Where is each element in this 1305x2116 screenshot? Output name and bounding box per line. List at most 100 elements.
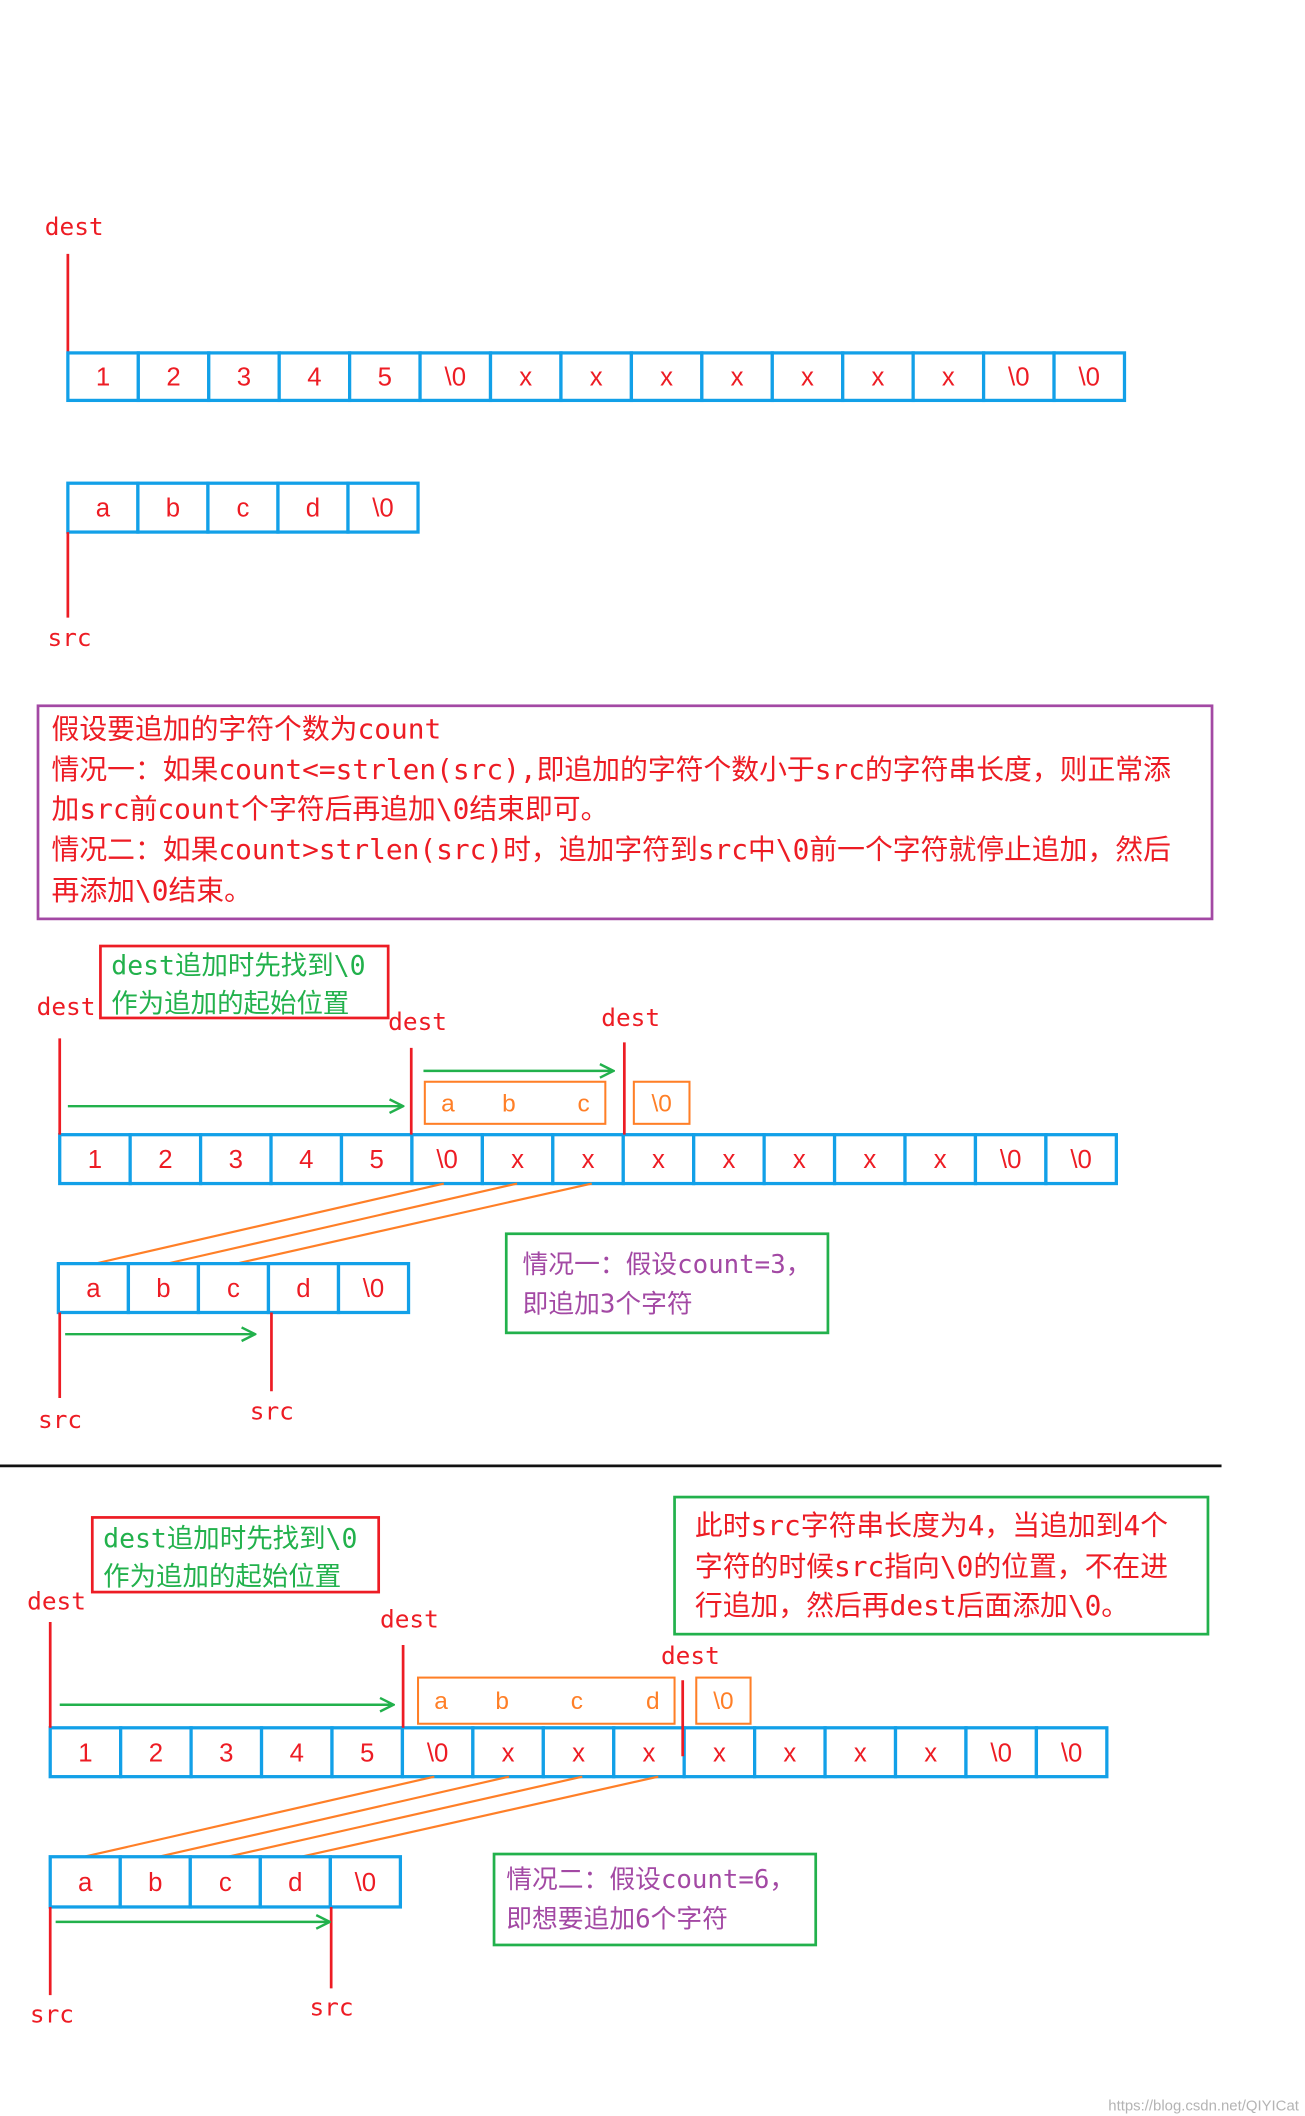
dest-cell: \0 <box>973 1133 1048 1186</box>
src-cell: d <box>266 1261 341 1315</box>
dest-cell-value: x <box>652 1146 665 1174</box>
dest-cell: 1 <box>66 351 140 403</box>
dest-cell-value: 2 <box>149 1739 163 1767</box>
dest-cell: x <box>621 1133 696 1186</box>
copy-link <box>166 1182 518 1265</box>
dest-cell: \0 <box>418 351 493 403</box>
src-cell-border <box>66 481 140 534</box>
dest-cell-value: \0 <box>990 1739 1012 1767</box>
dest-cell: x <box>612 1726 686 1779</box>
dest-cell-value: x <box>519 364 532 392</box>
src-cell: b <box>118 1855 192 1909</box>
src-cell: \0 <box>328 1855 403 1909</box>
dest-cell-value: x <box>863 1146 876 1174</box>
dest-cell-border <box>682 1726 757 1779</box>
dest-cell: \0 <box>400 1726 475 1779</box>
src-label: src <box>38 1405 82 1434</box>
terminator-value: \0 <box>713 1688 733 1715</box>
src-cell-value: b <box>156 1275 170 1303</box>
src-cell-value: d <box>296 1275 310 1303</box>
src-cell: d <box>276 481 350 534</box>
dest-cell: x <box>903 1133 978 1186</box>
dest-cell: 5 <box>348 351 422 403</box>
src-cell-border <box>196 1261 271 1315</box>
dest-cell-border <box>692 1133 766 1186</box>
terminator-box <box>632 1080 691 1125</box>
src-cell: a <box>56 1261 131 1315</box>
dest-cell-value: 4 <box>290 1739 304 1767</box>
remark-line: 此时src字符串长度为4，当追加到4个 <box>695 1509 1168 1542</box>
dest-cell-value: x <box>783 1739 796 1767</box>
dest-label: dest <box>45 212 104 241</box>
dest-cell-value: x <box>660 364 673 392</box>
src-cell-value: b <box>166 495 180 523</box>
dest-cell: x <box>823 1726 898 1779</box>
dest-cell-border <box>330 1726 405 1779</box>
copy-link <box>83 1775 435 1858</box>
dest-cell-border <box>1044 1133 1118 1186</box>
src-label: src <box>30 1999 74 2028</box>
explanation-box: 假设要追加的字符个数为count 情况一：如果count<=strlen(src… <box>36 704 1214 921</box>
dest-cell-border <box>410 1133 484 1186</box>
src-cell-border <box>136 481 210 534</box>
src-cell-value: a <box>96 495 111 523</box>
remark-line: 字符的时候src指向\0的位置，不在进 <box>695 1550 1168 1583</box>
dest-cell: x <box>551 1133 625 1186</box>
dest-cell: x <box>762 1133 837 1186</box>
src-cell-border <box>266 1261 341 1315</box>
dest-cell-value: 1 <box>88 1146 102 1174</box>
dest-cell-border <box>770 351 845 403</box>
src-cell-value: b <box>148 1869 162 1897</box>
explanation-line: 情况一：如果count<=strlen(src),即追加的字符个数小于src的字… <box>52 753 1171 786</box>
appended-char: c <box>578 1091 590 1118</box>
terminator-value: \0 <box>651 1091 671 1118</box>
src-cell: b <box>136 481 210 534</box>
dest-cell: \0 <box>1052 351 1127 403</box>
dest-cell-border <box>58 1133 132 1186</box>
dest-cell-value: x <box>713 1739 726 1767</box>
start-position-callout <box>90 1516 381 1594</box>
src-cell: a <box>66 481 140 534</box>
src-cell-value: \0 <box>372 495 393 523</box>
appended-chars-box <box>423 1080 607 1125</box>
dest-cell: 3 <box>189 1726 264 1779</box>
src-cell-value: d <box>288 1869 302 1897</box>
dest-cell: x <box>832 1133 907 1186</box>
src-cell: c <box>206 481 280 534</box>
appended-char: a <box>434 1688 448 1715</box>
case-note-line: 情况一：假设count=3， <box>523 1250 812 1280</box>
callout-line: dest追加时先找到\0 <box>111 951 365 982</box>
src-cell-value: d <box>306 495 320 523</box>
dest-cell-value: x <box>871 364 884 392</box>
dest-cell: x <box>559 351 634 403</box>
src-cell: \0 <box>346 481 420 534</box>
src-cell-border <box>346 481 420 534</box>
dest-cell-value: 5 <box>360 1739 374 1767</box>
dest-cell-border <box>832 1133 907 1186</box>
dest-cell: \0 <box>1034 1726 1109 1779</box>
case-note-line: 情况二：假设count=6， <box>506 1865 795 1895</box>
callout-line: 作为追加的起始位置 <box>103 1561 341 1592</box>
copy-link <box>158 1775 510 1858</box>
dest-cell-value: 2 <box>166 364 180 392</box>
dest-cell-value: 5 <box>370 1146 384 1174</box>
dest-cell: x <box>753 1726 827 1779</box>
dest-cell-value: 3 <box>219 1739 233 1767</box>
dest-cell: x <box>841 351 915 403</box>
dest-cell-value: x <box>793 1146 806 1174</box>
explanation-frame <box>36 704 1214 921</box>
dest-cell-border <box>621 1133 696 1186</box>
src-cell-border <box>276 481 350 534</box>
dest-cell: 1 <box>58 1133 132 1186</box>
dest-cell-value: x <box>643 1739 656 1767</box>
explanation-line: 加src前count个字符后再追加\0结束即可。 <box>52 792 609 825</box>
dest-cell-border <box>753 1726 827 1779</box>
case-note-frame <box>504 1232 830 1335</box>
src-cell-value: c <box>219 1869 232 1897</box>
dest-cell: \0 <box>1044 1133 1118 1186</box>
